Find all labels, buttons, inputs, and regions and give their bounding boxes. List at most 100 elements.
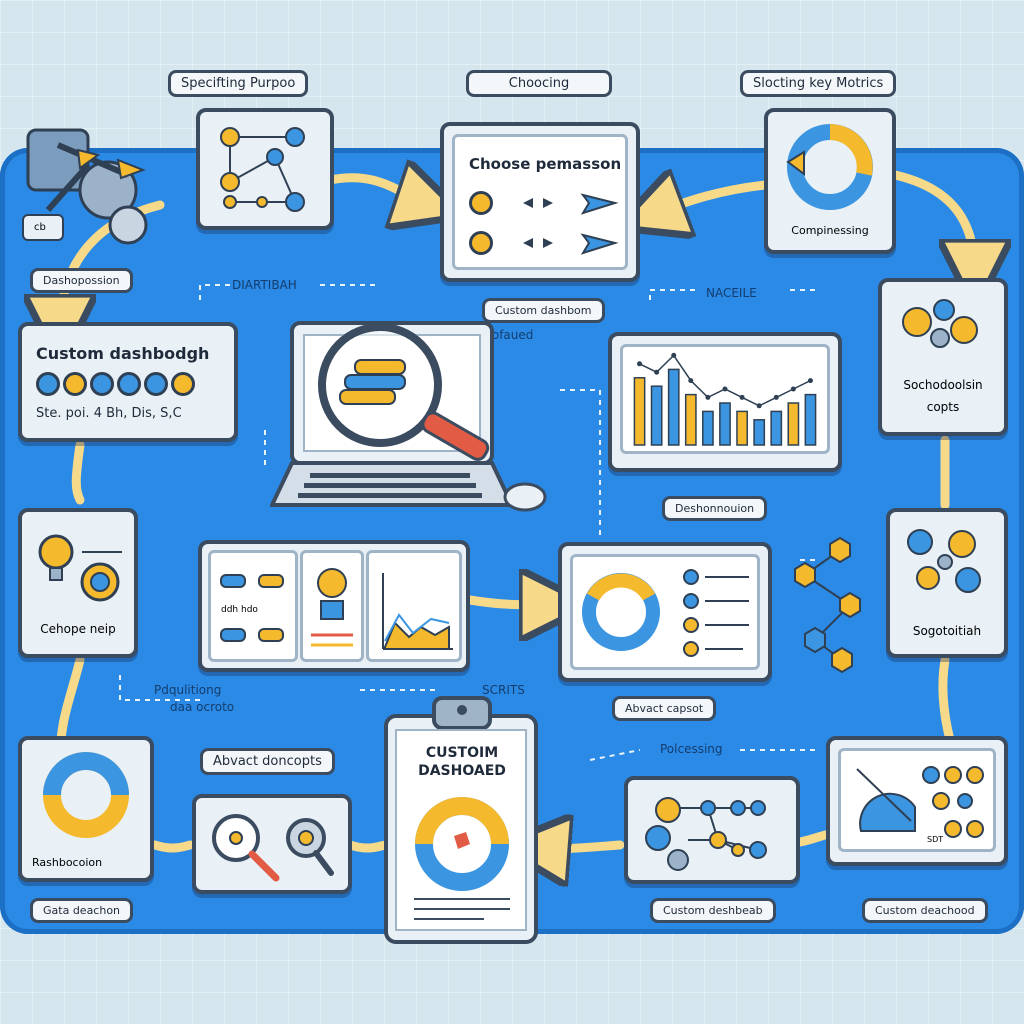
label-custom-deashbeab: Custom deshbeab <box>650 898 776 923</box>
label-custom-dashboard-top: Custom dashbom <box>482 298 605 323</box>
label-abvact-doncopts: Abvact doncopts <box>200 748 335 775</box>
label-deshonnouion: Deshonnouion <box>662 496 768 521</box>
arrow-icon <box>345 840 390 853</box>
text-diartibah: DIARTIBAH <box>232 278 297 292</box>
text-polcessing: Polcessing <box>660 742 723 756</box>
coin-icon <box>117 372 141 396</box>
bar <box>787 402 800 446</box>
arrow-icon <box>795 830 830 847</box>
lightbulb-icon <box>38 534 122 602</box>
custom-dashboard-title: Custom dashbodgh <box>36 344 210 363</box>
bar <box>753 419 766 446</box>
label-selecting-key-metrics: Slocting key Motrics <box>740 70 897 97</box>
ddh-text: ddh hdo <box>221 605 258 615</box>
trend-point <box>722 386 728 392</box>
option-coin-icon[interactable] <box>469 231 493 255</box>
donut-chart-icon <box>43 752 129 838</box>
gears-card-bottom: Sogotoitiah <box>886 508 1008 658</box>
cycle-icon <box>582 569 749 657</box>
mouse-icon <box>503 482 547 512</box>
trend-point <box>739 394 745 400</box>
text-populitiong: Pdqulitiong <box>154 683 222 697</box>
gears-card-top: Sochodoolsin copts <box>878 278 1008 436</box>
coin-icon <box>63 372 87 396</box>
hexagon-network-icon <box>794 536 861 674</box>
arrow-icon <box>465 600 555 605</box>
gear-icon <box>108 205 148 245</box>
arrow-icon <box>150 840 195 853</box>
gear-machine-illustration: cb <box>18 120 168 250</box>
bar <box>650 385 663 446</box>
trend-point <box>637 361 643 367</box>
coin-icon <box>171 372 195 396</box>
trend-point <box>756 403 762 409</box>
label-custom-deachood: Custom deachood <box>862 898 988 923</box>
gear-icon <box>907 529 981 593</box>
bar-chart-card <box>608 332 842 472</box>
gear-network-card <box>624 776 800 884</box>
sochodoolsin-caption: Sochodoolsin <box>903 378 983 392</box>
panel-middle <box>300 550 364 662</box>
bar <box>770 410 783 446</box>
choose-permission-card: Choose pemasson <box>440 122 640 282</box>
bar <box>684 393 697 446</box>
copts-caption: copts <box>926 400 960 414</box>
label-gata-deachon: Gata deachon <box>30 898 134 923</box>
sogotoitiah-caption: Sogotoitiah <box>912 624 982 638</box>
clipboard-title: CUSTOIM DASHOAED <box>418 745 506 779</box>
donut-chart-icon <box>786 124 873 210</box>
label-specifying-purpose: Specifting Purpoo <box>168 70 309 97</box>
text-nacelle: NACEILE <box>706 286 757 300</box>
coin-icon <box>90 372 114 396</box>
cb-text: cb <box>34 222 46 233</box>
clipboard-illustration: CUSTOIM DASHOAED <box>384 694 540 946</box>
trend-point <box>671 352 677 358</box>
choice-arrows <box>523 193 619 255</box>
bar <box>804 393 817 446</box>
coin-icon <box>144 372 168 396</box>
sdt-text: SDT <box>927 835 944 844</box>
bar <box>719 402 731 446</box>
panel-right <box>366 550 462 662</box>
trend-point <box>807 378 813 384</box>
panel-left: ddh hdo <box>208 550 298 662</box>
bar <box>633 377 646 446</box>
donut-card: Rashbocoion <box>18 736 154 882</box>
coin-row <box>36 372 198 400</box>
choose-permission-title: Choose pemasson <box>469 155 622 173</box>
laptop-illustration <box>270 305 590 515</box>
bar <box>667 368 680 446</box>
triple-panel-card: ddh hdo <box>198 540 470 672</box>
cycle-screen <box>570 554 760 670</box>
bar <box>736 410 748 446</box>
option-coin-icon[interactable] <box>469 191 493 215</box>
trend-point <box>773 394 779 400</box>
bar-chart-icon <box>633 352 817 446</box>
rashboodon-caption: Rashbocoion <box>32 856 103 869</box>
arrow-icon <box>938 655 955 745</box>
gear-icon <box>645 797 767 871</box>
label-dashoposition: Dashopossion <box>30 268 133 293</box>
cycle-card <box>558 542 772 682</box>
trend-point <box>790 386 796 392</box>
text-daa-ocrote: daa ocroto <box>170 700 235 714</box>
network-diagram <box>220 127 305 212</box>
trend-point <box>705 394 711 400</box>
custom-dashboard-card: Custom dashbodgh Ste. poi. 4 Bh, Dis, S,… <box>18 322 238 442</box>
label-abvact-capsot: Abvact capsot <box>612 696 717 721</box>
arrow-icon <box>650 185 770 215</box>
magnifier-icon <box>212 814 334 882</box>
coin-icon <box>36 372 60 396</box>
compressing-card: Compinessing <box>764 108 896 254</box>
text-scrits: SCRITS <box>482 683 525 697</box>
analysis-screen: SDT <box>838 748 996 852</box>
trend-line <box>639 354 811 407</box>
analysis-monitor-card: SDT <box>826 736 1008 866</box>
magnifier-card <box>192 794 352 894</box>
bar <box>702 410 714 446</box>
compressing-caption: Compinessing <box>791 224 869 237</box>
lightbulb-card: Cehope neip <box>18 508 138 658</box>
network-card <box>196 108 334 230</box>
arrow-icon <box>71 440 85 505</box>
step-text: Ste. poi. 4 Bh, Dis, S,C <box>36 406 182 421</box>
